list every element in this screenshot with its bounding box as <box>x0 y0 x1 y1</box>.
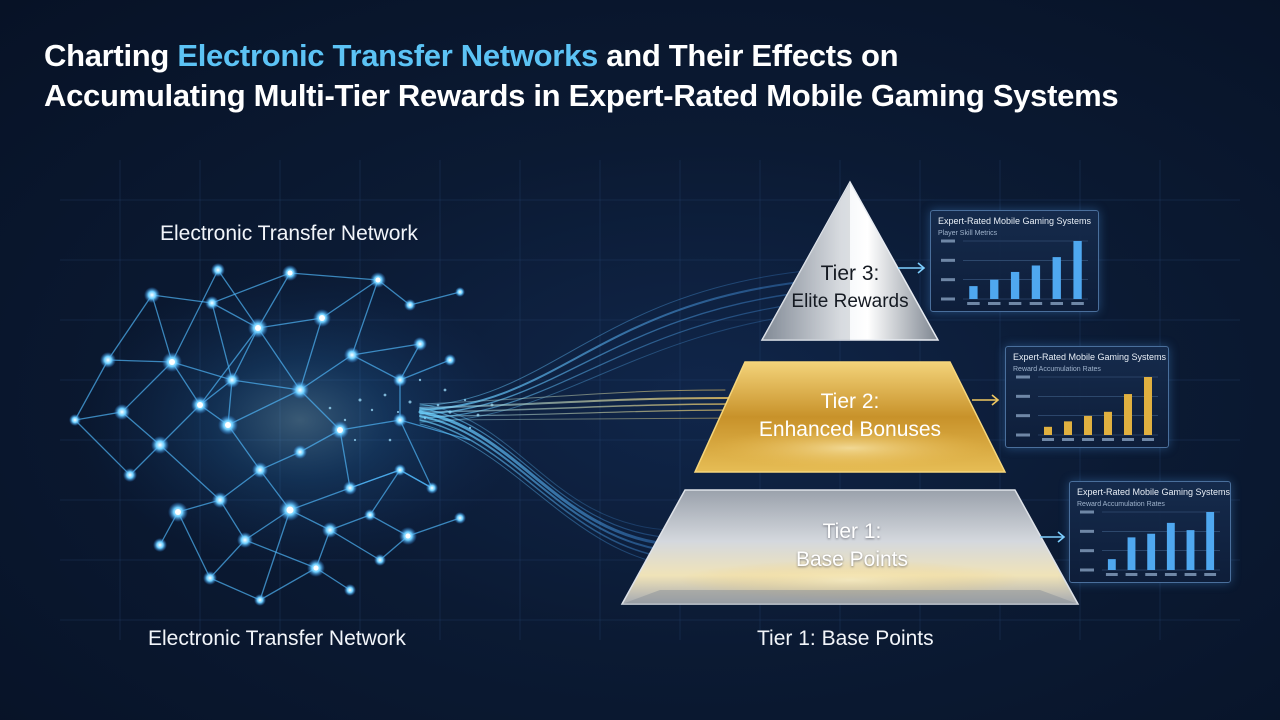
tier-2-label: Tier 2: Enhanced Bonuses <box>730 388 970 444</box>
tier-2-name: Tier 2: <box>820 390 880 413</box>
tier-3-block <box>760 180 940 341</box>
tier-1-name: Tier 1: <box>822 520 882 543</box>
panel-x-tick <box>1145 573 1158 576</box>
panel-tick-mark <box>941 258 955 262</box>
title-part2: and Their Effects on <box>597 38 899 73</box>
panel-bar <box>1144 377 1152 435</box>
panel-x-tick <box>1122 438 1134 441</box>
panel-subtitle: Player Skill Metrics <box>938 230 998 237</box>
tier-3-desc: Elite Rewards <box>791 291 909 312</box>
panel-bar <box>1186 530 1195 570</box>
title-line2: Accumulating Multi-Tier Rewards in Exper… <box>44 78 1119 113</box>
panel-x-tick <box>1082 438 1094 441</box>
panel-x-tick <box>1102 438 1114 441</box>
panel-x-tick <box>967 302 980 305</box>
panel-bar <box>1166 522 1175 570</box>
panel-x-tick <box>988 302 1001 305</box>
panel-x-tick <box>1071 302 1084 305</box>
panel-tick-mark <box>941 239 955 243</box>
panel-bar <box>969 286 978 299</box>
panel-x-tick <box>1142 438 1154 441</box>
panel-subtitle: Reward Accumulation Rates <box>1077 501 1165 508</box>
tier-2-desc: Enhanced Bonuses <box>758 418 942 441</box>
reward-pyramid <box>620 180 1080 605</box>
panel-tick-mark <box>1080 568 1094 572</box>
panel-tick-mark <box>941 297 955 301</box>
panel-tier1: Expert-Rated Mobile Gaming Systems Rewar… <box>1069 481 1231 583</box>
panel-x-tick <box>1042 438 1054 441</box>
page-title: Charting Electronic Transfer Networks an… <box>44 36 1244 116</box>
panel-bar <box>990 279 999 299</box>
panel-chart <box>941 239 1088 305</box>
panel-tick-mark <box>941 278 955 282</box>
panel-bar <box>1052 257 1061 299</box>
panel-bar <box>1124 394 1132 435</box>
network-label-bottom: Electronic Transfer Network <box>148 627 406 650</box>
panel-bar <box>1064 421 1072 435</box>
panel-tier3: Expert-Rated Mobile Gaming Systems Playe… <box>930 210 1099 312</box>
panel-tick-mark <box>1016 375 1030 379</box>
panel-bar <box>1044 426 1052 435</box>
tier-3-label: Tier 3: Elite Rewards <box>775 260 925 316</box>
panel-tick-mark <box>1016 394 1030 398</box>
panel-x-tick <box>1125 573 1138 576</box>
panel-bar <box>1127 537 1136 570</box>
panel-x-tick <box>1105 573 1118 576</box>
panel-x-tick <box>1029 302 1043 305</box>
panel-bar <box>1084 415 1092 435</box>
panel-title: Expert-Rated Mobile Gaming Systems <box>938 216 1092 226</box>
panel-subtitle: Reward Accumulation Rates <box>1013 366 1101 373</box>
panel-bar <box>1107 559 1116 570</box>
panel-arrows <box>898 262 1066 543</box>
panel-chart <box>1080 510 1220 576</box>
title-part1: Charting <box>44 38 178 73</box>
panel-bar <box>1104 411 1112 435</box>
network-nodes <box>69 263 466 606</box>
panel-bar <box>1010 271 1020 299</box>
pyramid-label-bottom: Tier 1: Base Points <box>757 627 934 650</box>
panel-bar <box>1073 241 1082 299</box>
tier-1-label: Tier 1: Base Points <box>740 518 964 574</box>
panel-x-tick <box>1184 573 1197 576</box>
panel-tick-mark <box>1080 549 1094 553</box>
transfer-streams <box>418 269 836 569</box>
panel-x-tick <box>1164 573 1177 576</box>
panel-tick-mark <box>1080 510 1094 514</box>
panel-chart <box>1016 375 1158 441</box>
panel-title: Expert-Rated Mobile Gaming Systems <box>1077 487 1231 497</box>
panel-title: Expert-Rated Mobile Gaming Systems <box>1013 352 1167 362</box>
panel-bar <box>1031 265 1041 299</box>
panel-tick-mark <box>1080 529 1094 533</box>
panel-x-tick <box>1008 302 1022 305</box>
panel-x-tick <box>1204 573 1217 576</box>
panel-tier2: Expert-Rated Mobile Gaming Systems Rewar… <box>1005 346 1169 448</box>
tier-1-desc: Base Points <box>795 548 909 571</box>
panel-bar <box>1147 533 1156 570</box>
panel-bar <box>1206 512 1215 570</box>
panel-tick-mark <box>1016 433 1030 437</box>
tier-3-name: Tier 3: <box>820 262 880 285</box>
title-highlight: Electronic Transfer Networks <box>177 38 598 73</box>
panel-x-tick <box>1050 302 1063 305</box>
panel-tick-mark <box>1016 414 1030 418</box>
network-label-top: Electronic Transfer Network <box>160 222 418 245</box>
panel-x-tick <box>1062 438 1074 441</box>
